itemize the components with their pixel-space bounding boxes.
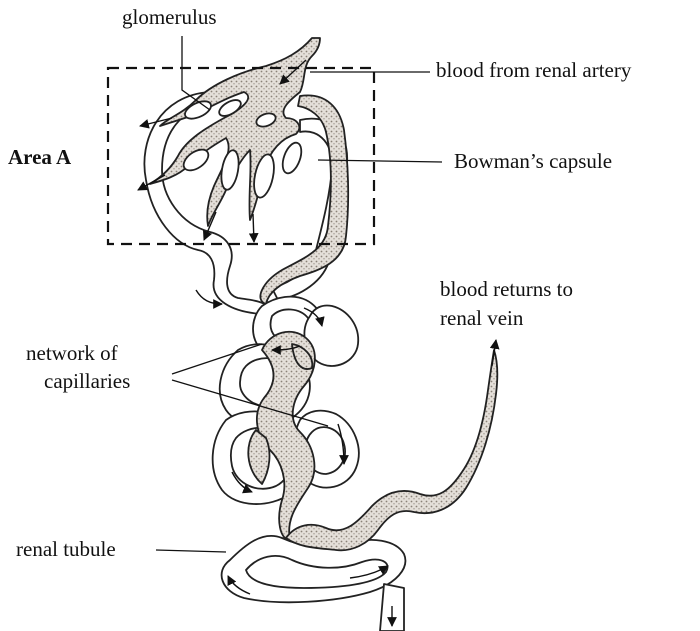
area-a-label: Area A <box>8 145 72 169</box>
renal-tubule-label: renal tubule <box>16 537 116 561</box>
bowmans-capsule-label: Bowman’s capsule <box>454 149 612 173</box>
renal-artery-label: blood from renal artery <box>436 58 632 82</box>
renal-tubule-leader <box>156 550 226 552</box>
glomerulus-label: glomerulus <box>122 5 217 29</box>
glomerulus-shape <box>150 38 320 226</box>
blood-returns-label-line1: blood returns to <box>440 277 573 301</box>
blood-returns-label-line2: renal vein <box>440 306 524 330</box>
network-label-line2: capillaries <box>44 369 130 393</box>
network-label-line1: network of <box>26 341 118 365</box>
flow-arrow <box>253 214 254 242</box>
